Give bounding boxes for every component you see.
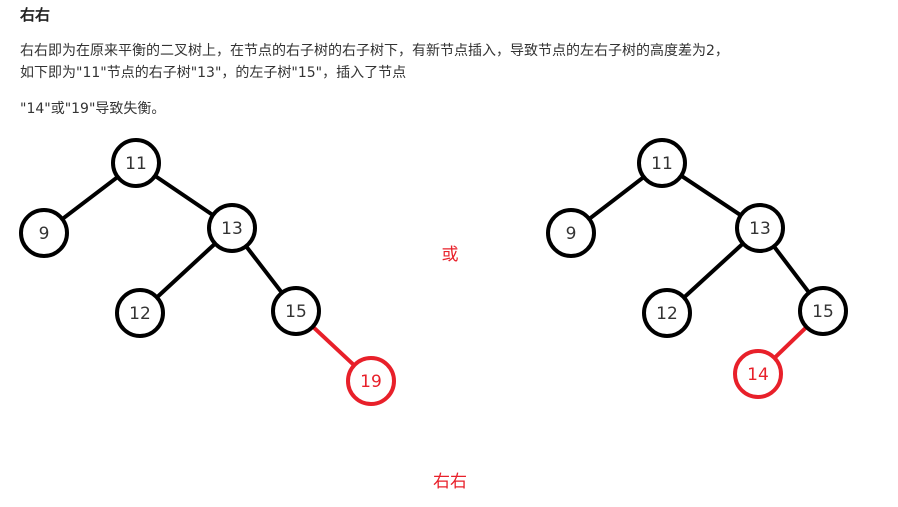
or-label: 或: [442, 245, 459, 265]
edge-n11-n9: [60, 174, 120, 222]
edge-n15-n19: [310, 324, 357, 368]
description-paragraph-2: "14"或"19"导致失衡。: [20, 101, 166, 117]
description-line-1: 右右即为在原来平衡的二叉树上，在节点的右子树的右子树下，有新节点插入，导致节点的…: [20, 43, 729, 59]
diagram-caption: 右右: [433, 472, 467, 492]
edge-n11-n13: [679, 173, 743, 218]
node-13-circle: [207, 203, 257, 253]
node-9-label: 9: [566, 224, 577, 244]
edge-n11-n9: [587, 175, 646, 221]
node-14-circle: [733, 349, 783, 399]
node-19-label: 19: [360, 372, 382, 392]
node-13-label: 13: [221, 219, 243, 239]
node-15-label: 15: [812, 302, 834, 322]
node-9-circle: [546, 208, 596, 258]
description-paragraph: 右右即为在原来平衡的二叉树上，在节点的右子树的右子树下，有新节点插入，导致节点的…: [20, 40, 729, 84]
edge-n11-n13: [153, 173, 215, 218]
description-line-2: 如下即为"11"节点的右子树"13"，的左子树"15"，插入了节点: [20, 65, 407, 81]
node-11-circle: [637, 138, 687, 188]
edge-n15-n14: [772, 325, 809, 360]
tree-left: 11 9 13 12 15 19: [19, 138, 396, 406]
node-12-circle: [115, 288, 165, 338]
node-15-label: 15: [285, 302, 307, 322]
node-11-label: 11: [125, 154, 147, 174]
section-heading: 右右: [20, 6, 51, 24]
node-9-label: 9: [39, 224, 50, 244]
tree-right: 11 9 13 12 15 14: [546, 138, 848, 399]
node-12-label: 12: [656, 304, 678, 324]
node-12-label: 12: [129, 304, 151, 324]
node-13-label: 13: [749, 219, 771, 239]
node-15-circle: [798, 286, 848, 336]
node-9-circle: [19, 208, 69, 258]
edge-n13-n12: [154, 241, 218, 300]
node-11-circle: [111, 138, 161, 188]
node-11-label: 11: [651, 154, 673, 174]
node-19-circle: [346, 356, 396, 406]
node-12-circle: [642, 288, 692, 338]
edge-n13-n12: [681, 241, 746, 300]
node-14-label: 14: [747, 365, 769, 385]
node-13-circle: [735, 203, 785, 253]
node-15-circle: [271, 286, 321, 336]
edge-n13-n15: [771, 244, 812, 295]
edge-n13-n15: [244, 244, 284, 295]
